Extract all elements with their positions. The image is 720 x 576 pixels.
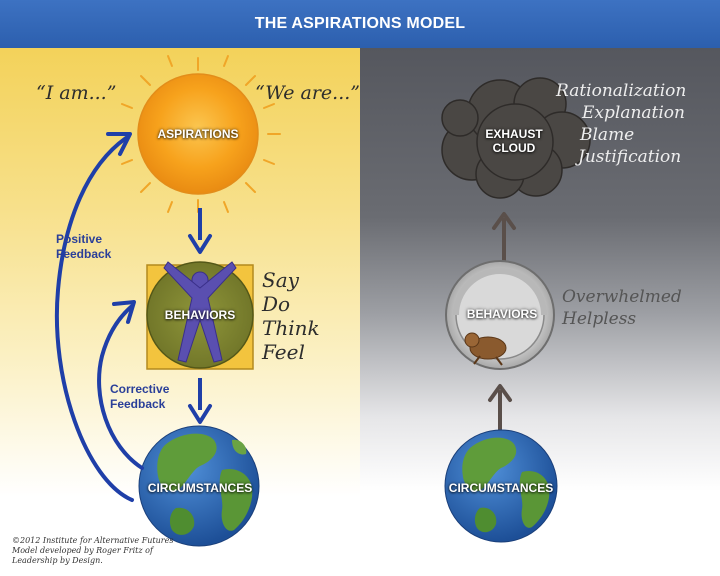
quote-i-am: “I am...” (36, 82, 117, 104)
circumstances-label-left: CIRCUMSTANCES (147, 481, 253, 495)
behavior-word-do: Do (262, 292, 291, 316)
behaviors-label-left: BEHAVIORS (164, 308, 236, 322)
exhaust-cloud-label: EXHAUST CLOUD (485, 127, 542, 155)
wheel-words: Overwhelmed Helpless (562, 286, 682, 330)
exhaust-cloud-icon (441, 77, 591, 199)
corrective-feedback-arrow (97, 304, 144, 470)
positive-feedback-arrow (54, 136, 134, 502)
word-explanation: Explanation (582, 103, 685, 123)
arrow-circumstances-to-behaviors (488, 384, 512, 434)
corrective-feedback-line-2: Feedback (110, 397, 166, 411)
page-title: THE ASPIRATIONS MODEL (0, 0, 720, 48)
word-helpless: Helpless (562, 309, 637, 329)
vitruvian-figure-icon (163, 261, 237, 363)
behavior-word-say: Say (262, 268, 299, 292)
behavior-word-think: Think (262, 316, 320, 340)
hamster-icon (464, 332, 507, 366)
arrow-aspirations-to-behaviors (188, 208, 212, 254)
globe-icon-left (138, 425, 260, 547)
arrow-behaviors-to-cloud (492, 212, 516, 264)
aspirations-label: ASPIRATIONS (157, 127, 239, 141)
exhaust-cloud-line-1: EXHAUST (485, 127, 543, 141)
corrective-feedback-line-1: Corrective (110, 382, 170, 396)
arrow-behaviors-to-circumstances (188, 378, 212, 424)
sun-icon (137, 73, 259, 195)
behavior-word-feel: Feel (262, 340, 305, 364)
exhaust-cloud-line-2: CLOUD (492, 141, 536, 155)
rationalization-words: Rationalization Explanation Blame Justif… (556, 80, 686, 168)
credit-line-3: Leadership by Design. (12, 556, 103, 565)
credit-line-1: ©2012 Institute for Alternative Futures (12, 536, 174, 545)
globe-icon-right (444, 429, 558, 543)
corrective-feedback-label: Corrective Feedback (110, 382, 169, 412)
word-overwhelmed: Overwhelmed (562, 287, 682, 307)
word-justification: Justification (578, 147, 682, 167)
word-rationalization: Rationalization (556, 81, 687, 101)
positive-feedback-label: Positive Feedback (56, 232, 111, 262)
positive-feedback-line-1: Positive (56, 232, 103, 246)
credit-line-2: Model developed by Roger Fritz of (12, 546, 153, 555)
circumstances-label-right: CIRCUMSTANCES (448, 481, 554, 495)
positive-feedback-line-2: Feedback (56, 247, 112, 261)
quote-we-are: “We are...” (255, 82, 360, 104)
word-blame: Blame (580, 125, 635, 145)
behaviors-label-right: BEHAVIORS (466, 307, 538, 321)
behavior-words: Say Do Think Feel (262, 268, 320, 364)
credit-text: ©2012 Institute for Alternative Futures … (12, 536, 173, 566)
